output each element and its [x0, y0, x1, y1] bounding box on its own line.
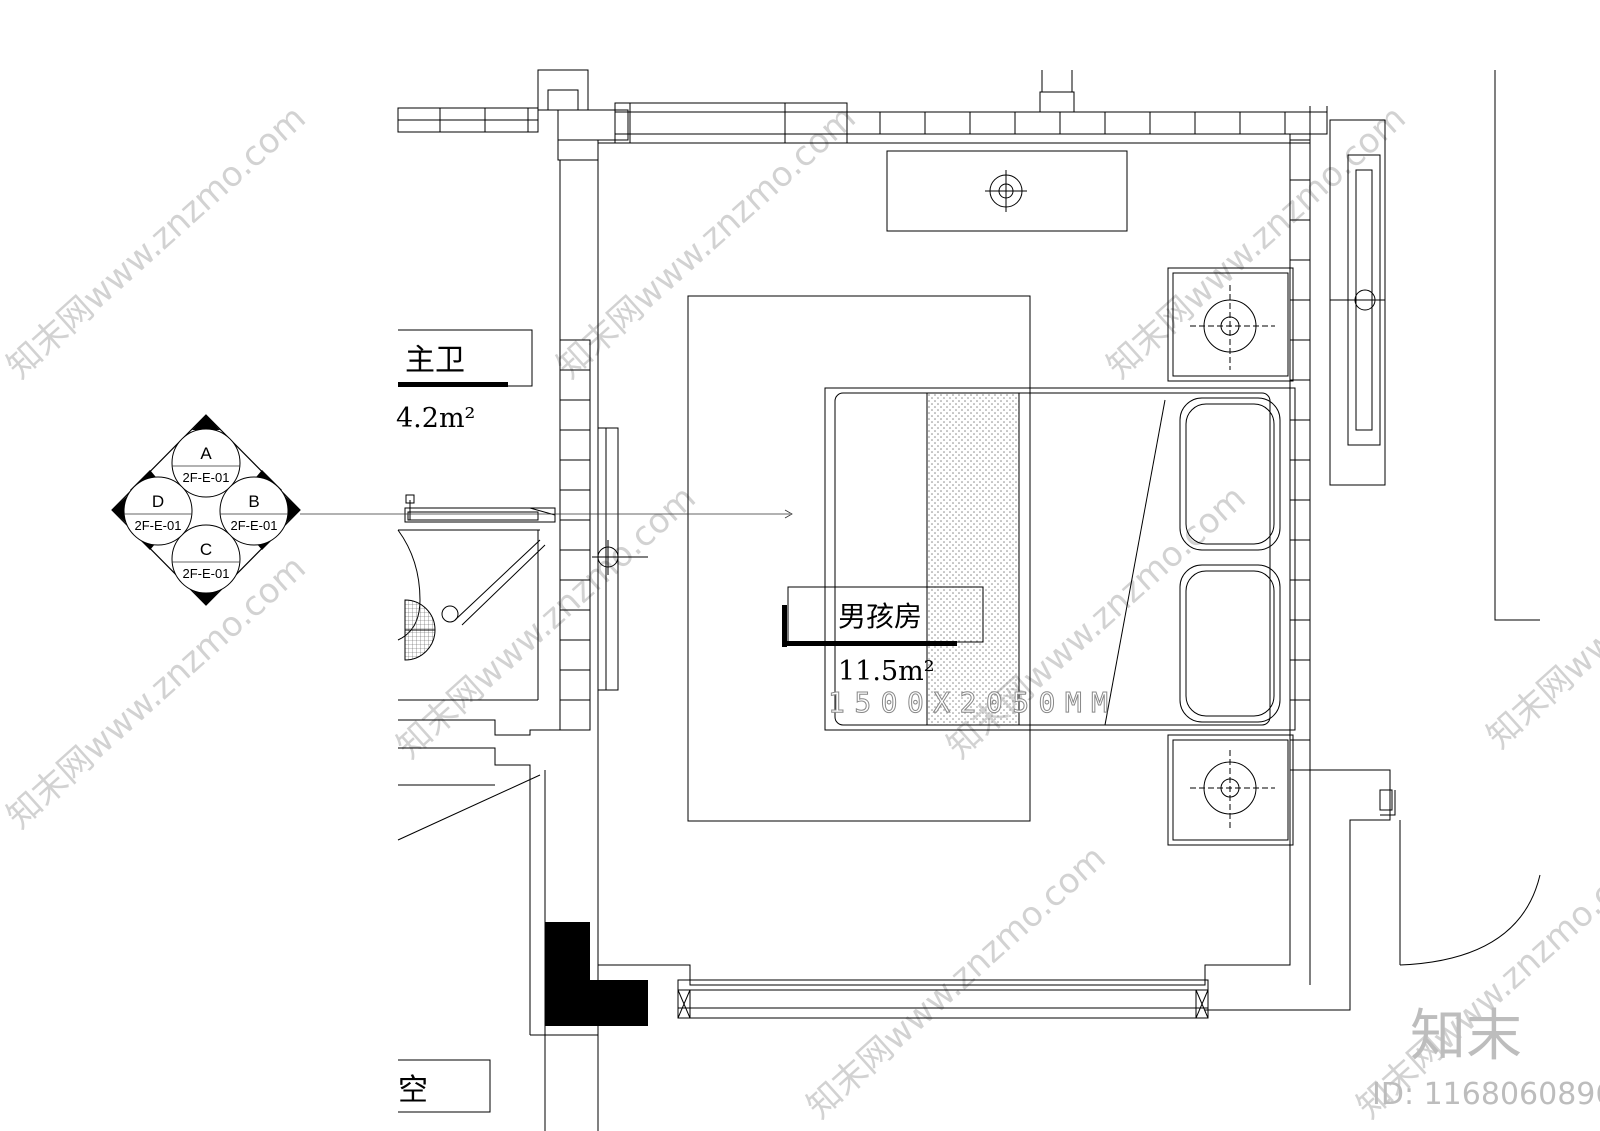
watermark-tile: 知末网www.znzmo.com — [549, 98, 863, 387]
elevation-letter-c: C — [200, 540, 212, 559]
watermark-tile: 知末网www.znzmo.com — [0, 98, 314, 387]
walls — [397, 69, 1541, 1131]
right-window — [1329, 119, 1386, 486]
structural-column — [545, 922, 648, 1026]
nightstand-top — [1167, 267, 1294, 382]
brand-logo-text: 知末 — [1410, 1004, 1522, 1069]
elevation-letter-b: B — [248, 492, 259, 511]
room-name: 主卫 — [405, 343, 465, 378]
bed-size-label: 1500X2050MM — [828, 686, 1108, 719]
watermark-tile: 知末网www.znzmo.com — [799, 838, 1113, 1127]
elevation-letter-d: D — [152, 492, 164, 511]
room-name: 空 — [398, 1073, 428, 1108]
nightstand-bottom — [1167, 734, 1294, 846]
watermark-id: ID: 1168060896 — [1372, 1077, 1600, 1112]
room-name: 男孩房 — [838, 600, 922, 633]
elevation-index: A 2F-E-01 B 2F-E-01 C 2F-E-01 D 2F-E-01 — [111, 414, 793, 606]
bed — [824, 387, 1296, 731]
floor-drain — [404, 599, 436, 661]
elevation-letter-a: A — [200, 444, 212, 463]
watermark-layer: 知末网www.znzmo.com 知末网www.znzmo.com 知末网www… — [0, 98, 1600, 1127]
watermark-tile: 知末网www.znzmo.com — [1099, 98, 1413, 387]
watermark-tile: 知末网www.znzmo.com — [1479, 468, 1600, 757]
rug — [687, 295, 1031, 822]
ceiling-light-box — [886, 150, 1128, 232]
room-area: 4.2m² — [396, 403, 475, 434]
room-door — [592, 427, 648, 691]
watermark-tile: 知末网www.znzmo.com — [389, 478, 703, 767]
elevation-sheet-a: 2F-E-01 — [183, 470, 230, 485]
watermark-tile: 知末网www.znzmo.com — [0, 548, 314, 837]
elevation-sheet-d: 2F-E-01 — [135, 518, 182, 533]
room-label-bathroom: 主卫 4.2m² — [396, 329, 533, 434]
room-label-boys-room: 男孩房 11.5m² — [782, 586, 984, 687]
room-area: 11.5m² — [838, 656, 935, 687]
elevation-sheet-c: 2F-E-01 — [183, 566, 230, 581]
elevation-sheet-b: 2F-E-01 — [231, 518, 278, 533]
room-label-void: 空 — [398, 1059, 491, 1113]
